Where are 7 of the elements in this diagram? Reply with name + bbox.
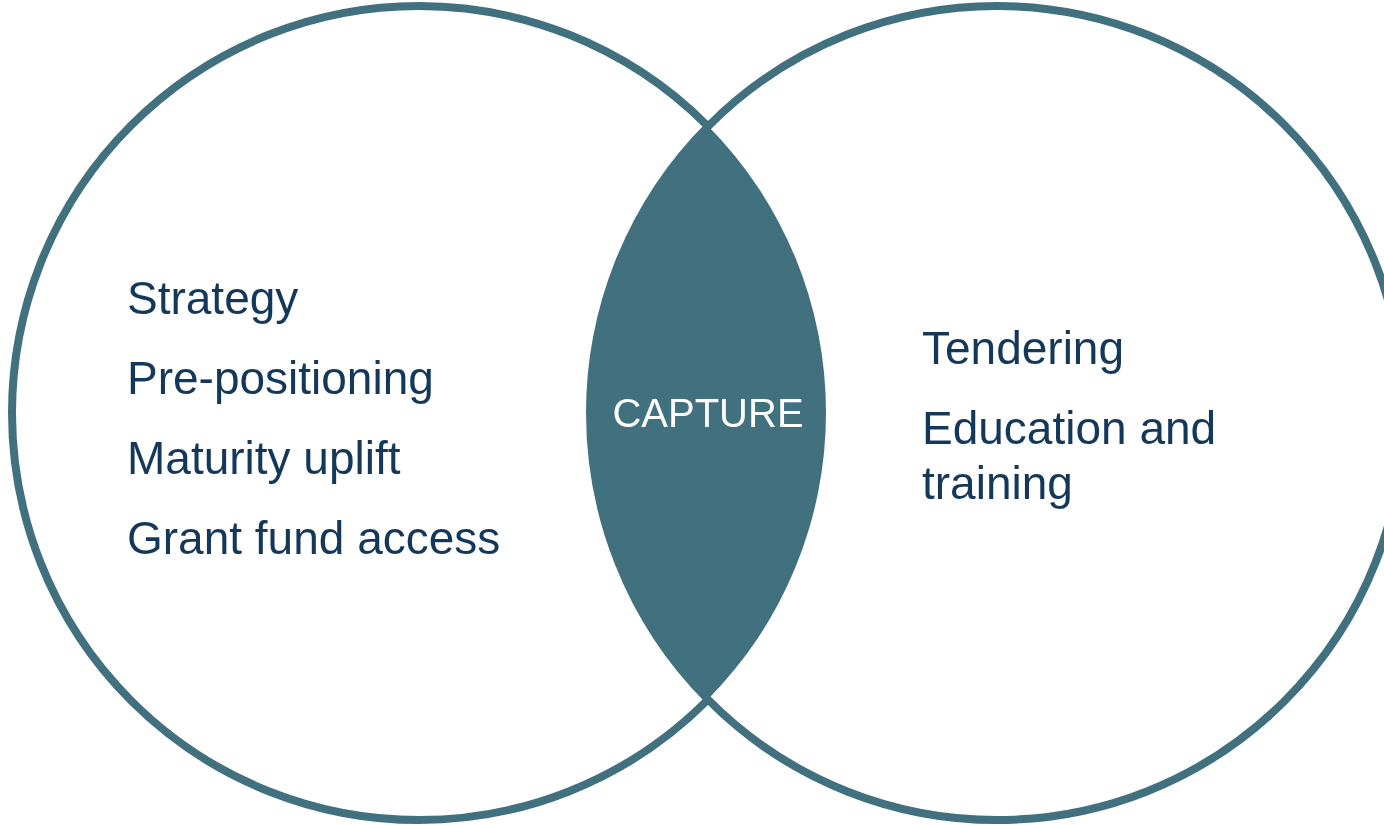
list-text: Strategy [127,271,300,326]
list-text: Maturity uplift [127,431,402,486]
list-text: Education and training [922,401,1218,511]
list-text: Pre-positioning [127,351,435,406]
list-text: Grant fund access [127,511,502,566]
overlap-label: CAPTURE [612,390,804,437]
list-text: Tendering [922,321,1126,376]
